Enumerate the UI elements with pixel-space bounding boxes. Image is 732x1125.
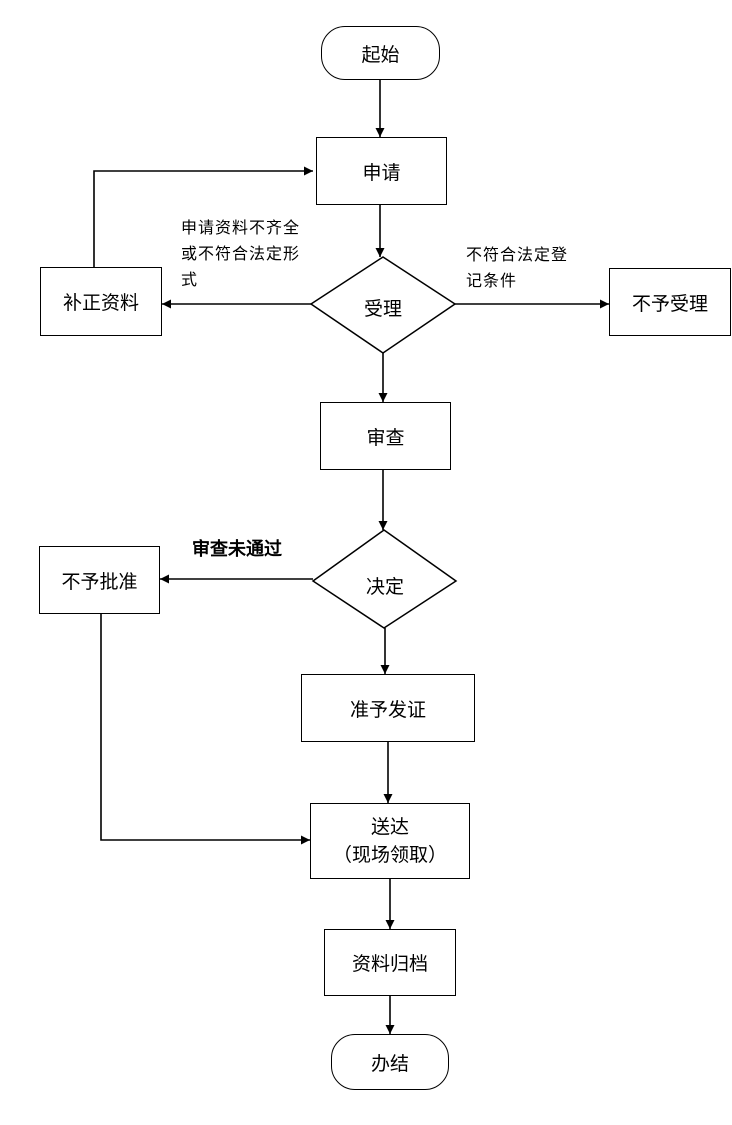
nonconform-note-line2: 记条件 bbox=[466, 271, 518, 290]
deny-node: 不予批准 bbox=[39, 546, 160, 614]
supplement-label: 补正资料 bbox=[62, 292, 139, 314]
archive-label: 资料归档 bbox=[351, 953, 428, 975]
apply-label: 申请 bbox=[362, 161, 401, 184]
supplement-node: 补正资料 bbox=[40, 267, 162, 336]
start-label: 起始 bbox=[361, 43, 400, 66]
incomplete-note-line1: 申请资料不齐全 bbox=[181, 218, 301, 237]
reject-accept-node: 不予受理 bbox=[609, 268, 731, 336]
nonconform-condition-note: 不符合法定登 记条件 bbox=[466, 242, 606, 294]
apply-node: 申请 bbox=[316, 137, 447, 205]
incomplete-condition-note: 申请资料不齐全 或不符合法定形 式 bbox=[181, 215, 331, 293]
deny-label: 不予批准 bbox=[61, 570, 138, 593]
review-node: 审查 bbox=[320, 402, 451, 470]
incomplete-note-line2: 或不符合法定形 bbox=[181, 244, 301, 263]
review-label: 审查 bbox=[366, 426, 405, 449]
line-deny-to-deliver bbox=[100, 614, 310, 845]
incomplete-note-line3: 式 bbox=[181, 270, 199, 289]
decide-label: 决定 bbox=[365, 575, 404, 598]
deliver-label-line1: 送达 bbox=[370, 816, 409, 838]
accept-label: 受理 bbox=[363, 297, 402, 320]
nonconform-note-line1: 不符合法定登 bbox=[466, 245, 569, 264]
deliver-node: 送达 （现场领取） bbox=[310, 803, 470, 879]
start-node: 起始 bbox=[321, 26, 440, 80]
decide-diamond bbox=[311, 529, 458, 629]
grant-node: 准予发证 bbox=[301, 674, 475, 742]
review-failed-note: 审查未通过 bbox=[192, 539, 282, 560]
end-node: 办结 bbox=[331, 1034, 449, 1090]
line-supplement-to-apply bbox=[93, 166, 313, 267]
deliver-label-line2: （现场领取） bbox=[332, 844, 447, 866]
end-label: 办结 bbox=[370, 1052, 409, 1075]
archive-node: 资料归档 bbox=[324, 929, 456, 996]
grant-label: 准予发证 bbox=[349, 698, 426, 721]
reject-accept-label: 不予受理 bbox=[631, 292, 708, 315]
